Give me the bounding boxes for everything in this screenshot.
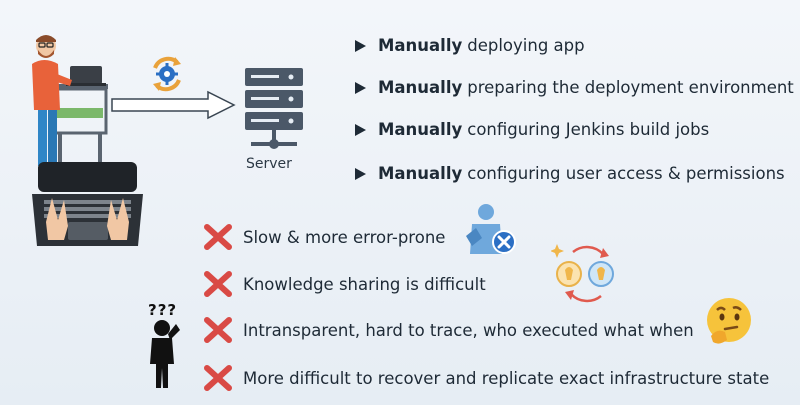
manual-item-jenkins: Manually configuring Jenkins build jobs	[355, 120, 709, 139]
user-blocked-icon	[466, 204, 516, 254]
triangle-bullet-icon	[355, 39, 366, 52]
cross-icon	[204, 365, 232, 391]
triangle-bullet-icon	[355, 123, 366, 136]
arrow-icon	[111, 90, 236, 120]
manual-item-bold: Manually	[378, 78, 463, 97]
developer-illustration	[32, 35, 108, 166]
problem-recover: More difficult to recover and replicate …	[203, 364, 769, 392]
problem-text: More difficult to recover and replicate …	[243, 368, 770, 388]
manual-item-bold: Manually	[378, 120, 463, 139]
laptop-hands-icon	[32, 162, 143, 246]
manual-item-bold: Manually	[378, 36, 463, 55]
manual-item-deploy: Manually deploying app	[355, 36, 585, 55]
manual-item-bold: Manually	[378, 164, 463, 183]
problem-intransparent: Intransparent, hard to trace, who execut…	[203, 316, 694, 344]
server-label: Server	[246, 156, 292, 172]
problem-text: Slow & more error-prone	[243, 227, 446, 247]
manual-item-prepare: Manually preparing the deployment enviro…	[355, 78, 794, 97]
manual-item-text: configuring Jenkins build jobs	[467, 120, 710, 139]
thinking-emoji-icon	[707, 298, 751, 344]
cross-icon	[204, 317, 232, 343]
problem-slow: Slow & more error-prone	[203, 223, 445, 251]
server-icon	[245, 68, 303, 149]
sync-gear-icon	[153, 56, 181, 92]
confused-person-icon	[150, 320, 180, 388]
problem-text: Intransparent, hard to trace, who execut…	[243, 320, 694, 340]
manual-item-access: Manually configuring user access & permi…	[355, 164, 785, 183]
problem-knowledge: Knowledge sharing is difficult	[203, 270, 486, 298]
cross-icon	[204, 271, 232, 297]
cross-icon	[204, 224, 232, 250]
question-marks: ???	[148, 301, 178, 319]
problem-text: Knowledge sharing is difficult	[243, 274, 486, 294]
manual-item-text: preparing the deployment environment	[467, 78, 794, 97]
manual-item-text: deploying app	[467, 36, 585, 55]
triangle-bullet-icon	[355, 81, 366, 94]
triangle-bullet-icon	[355, 167, 366, 180]
idea-cycle-icon	[551, 244, 614, 303]
manual-item-text: configuring user access & permissions	[467, 164, 785, 183]
